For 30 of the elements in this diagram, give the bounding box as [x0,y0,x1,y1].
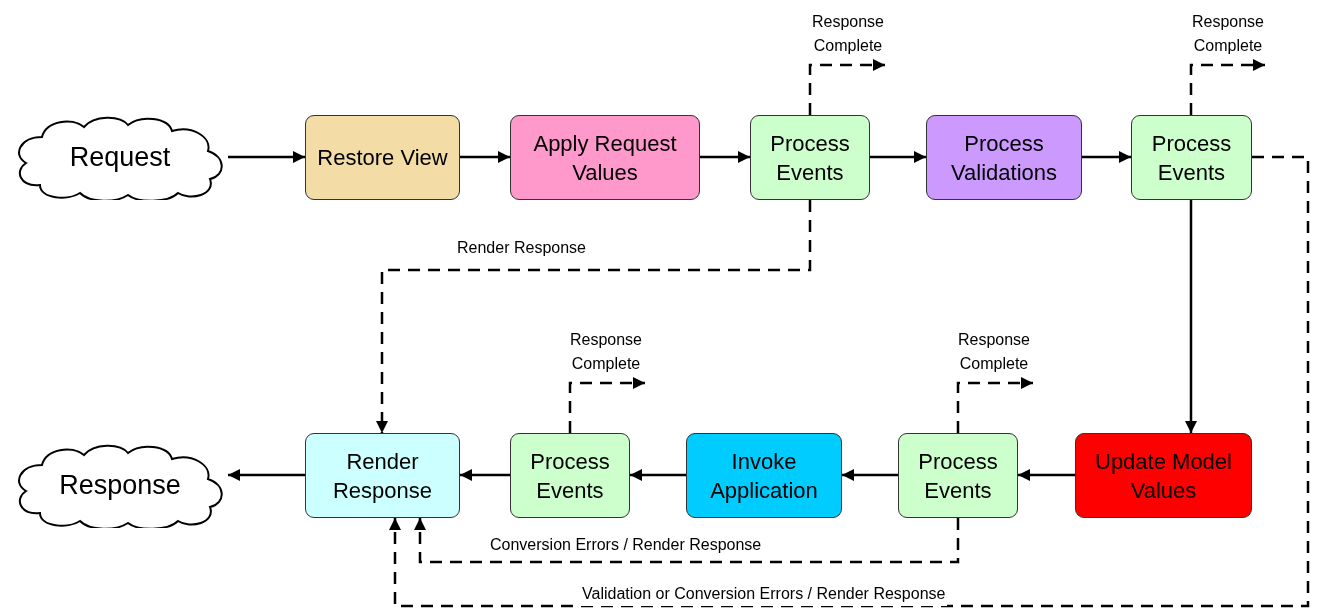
process-box: Process Events [510,433,630,518]
arrow [700,151,750,163]
process-box: Invoke Application [686,433,842,518]
dashed-arrow [414,518,960,564]
arrow [1185,200,1197,433]
process-box: Process Events [898,433,1018,518]
process-box: Update Model Values [1075,433,1252,518]
process-box: Restore View [305,115,460,200]
dashed-arrow [956,377,1033,433]
node-label: Request [69,143,171,172]
arrow [228,469,305,481]
arrow [1082,151,1131,163]
process-box: Process Validations [926,115,1082,200]
dashed-arrow [568,377,645,433]
process-box: Render Response [305,433,460,518]
process-box: Apply Request Values [510,115,700,200]
arrow [842,469,898,481]
dashed-arrow [376,200,812,433]
node-label: Response [59,471,181,500]
arrow [1018,469,1075,481]
arrow [870,151,926,163]
arrow [228,151,305,163]
dashed-arrow [808,59,885,115]
arrow [460,151,510,163]
dashed-arrow [1189,59,1265,115]
process-box: Process Events [750,115,870,200]
arrow [460,469,510,481]
process-box: Process Events [1131,115,1252,200]
arrow [630,469,686,481]
dashed-arrow [389,155,1310,608]
